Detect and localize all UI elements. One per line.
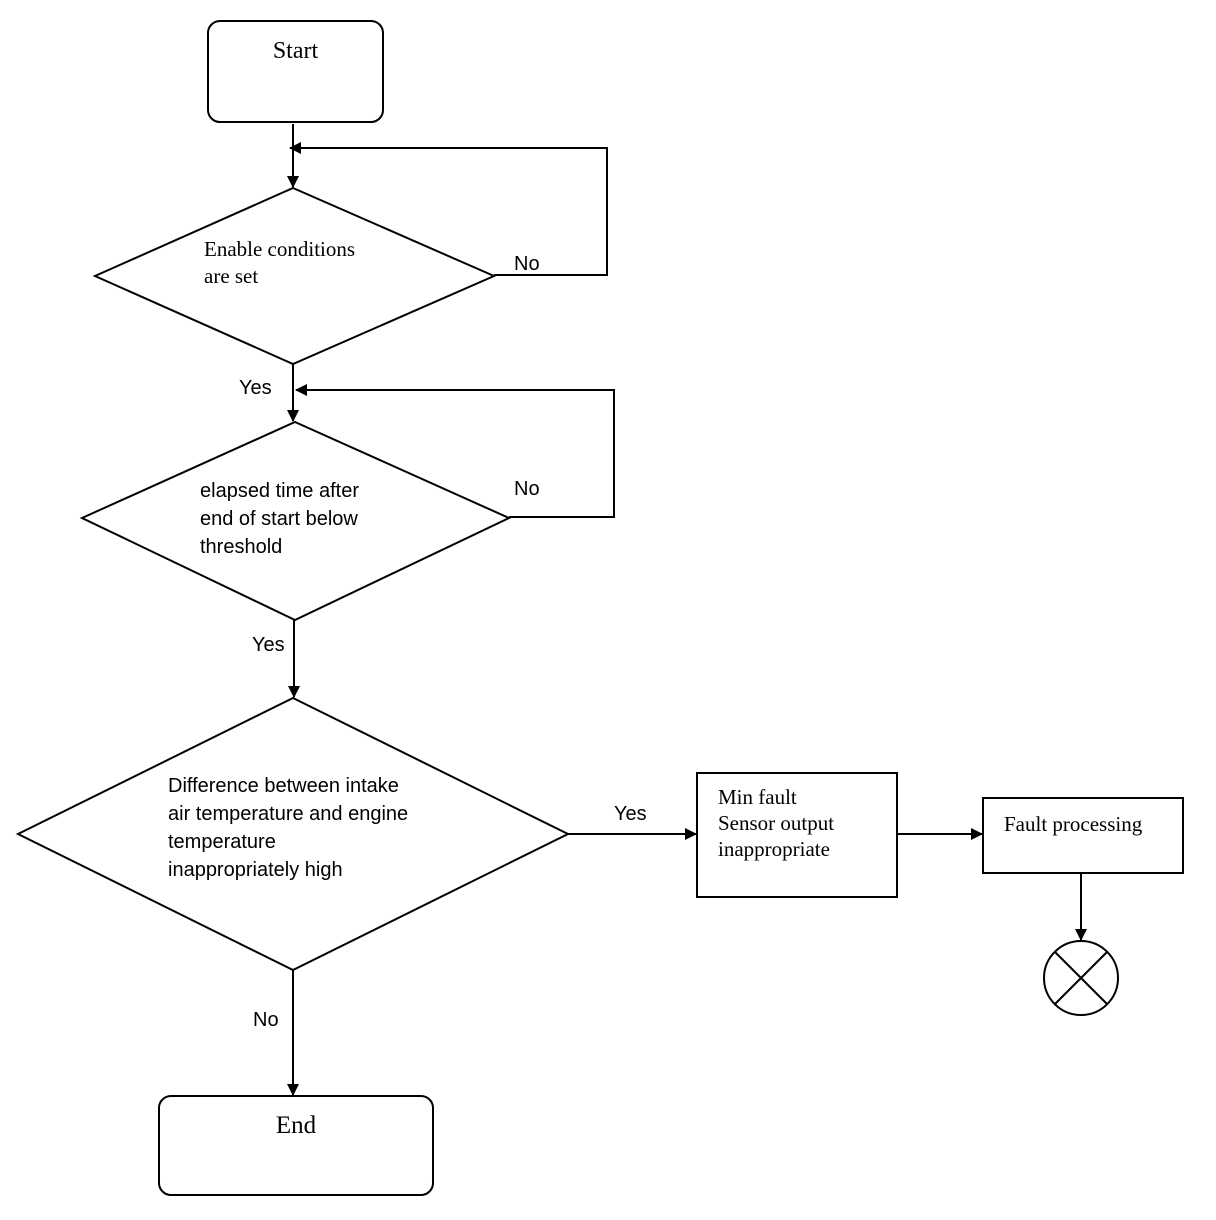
min-fault-box — [696, 772, 898, 898]
end-label: End — [275, 1112, 317, 1139]
start-label: Start — [272, 38, 319, 64]
elapsed-time-label: elapsed time after end of start below th… — [200, 480, 359, 558]
arrow-elapsed-no-loop — [295, 384, 615, 518]
start-box — [207, 20, 384, 123]
enable-no-label: No — [514, 253, 540, 275]
fault-processing-box — [982, 797, 1184, 874]
enable-conditions-label: Enable conditions are set — [204, 237, 356, 288]
difference-yes-label: Yes — [614, 803, 647, 825]
fault-processing-label: Fault processing — [1004, 812, 1143, 836]
arrow-enable-no-loop — [289, 142, 608, 276]
elapsed-no-label: No — [514, 478, 540, 500]
difference-no-label: No — [253, 1009, 279, 1031]
enable-yes-label: Yes — [239, 377, 272, 399]
min-fault-label: Min fault Sensor output inappropriate — [718, 785, 835, 861]
difference-label: Difference between intake air temperatur… — [168, 775, 409, 881]
x-circle-icon — [1043, 940, 1119, 1016]
elapsed-yes-label: Yes — [252, 634, 285, 656]
end-box — [158, 1095, 434, 1196]
